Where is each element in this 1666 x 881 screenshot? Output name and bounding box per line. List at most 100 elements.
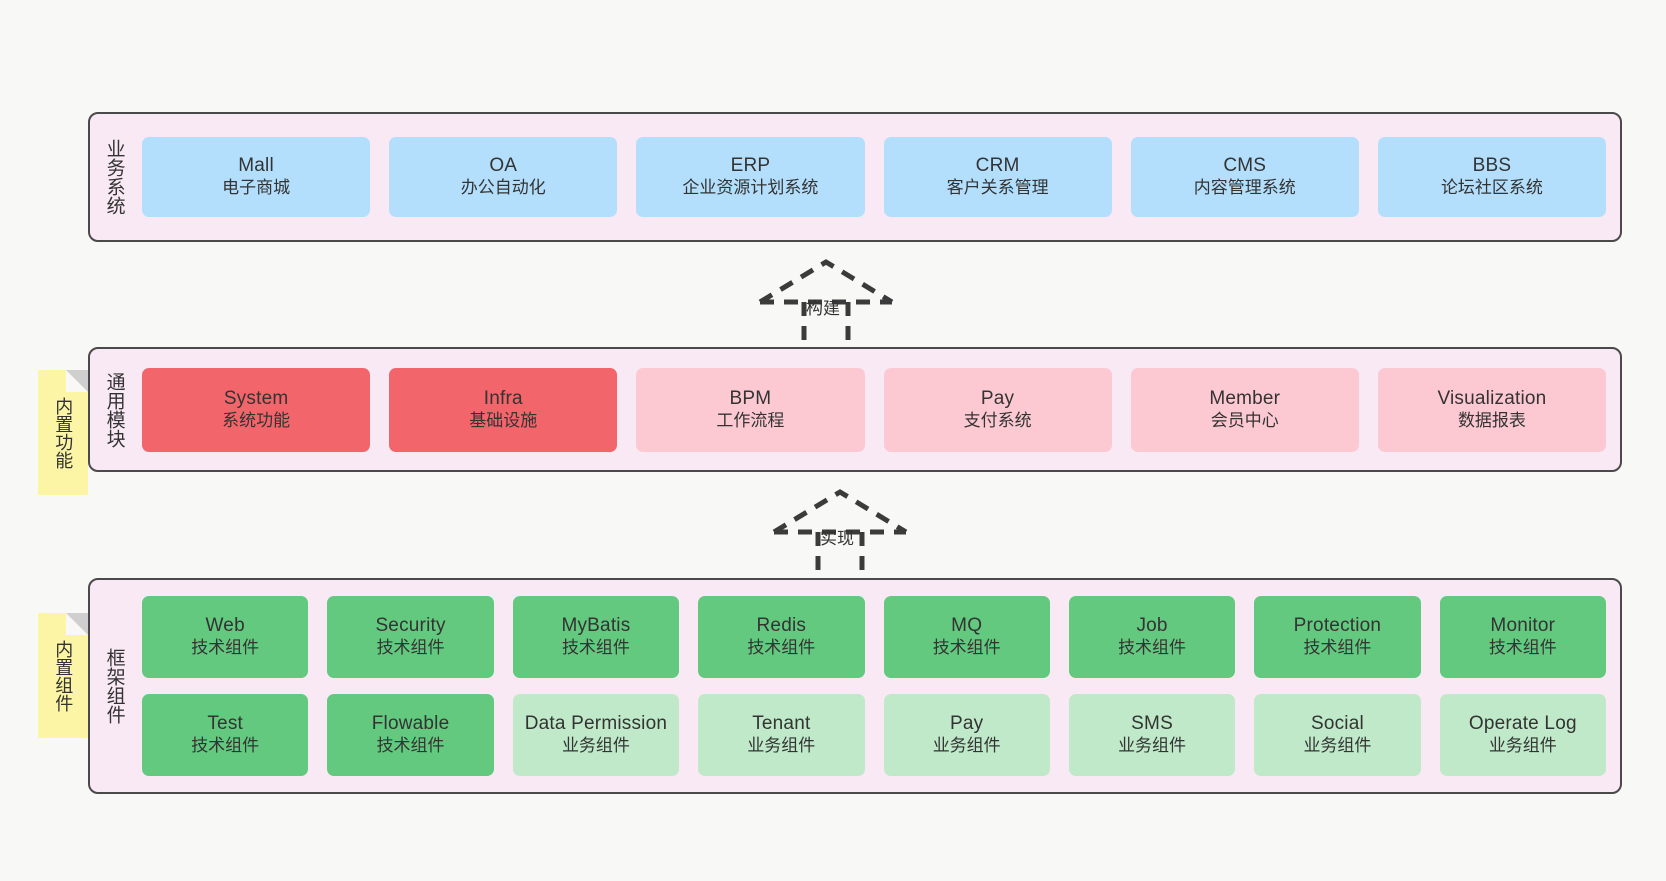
card-visualization[interactable]: Visualization 数据报表 [1377,367,1607,452]
card-subtitle: 办公自动化 [460,178,546,198]
layer-framework-row-1: Web 技术组件 Security 技术组件 MyBatis 技术组件 Redi… [142,596,1606,678]
card-title: Infra [483,387,523,409]
layer-business-body: Mall 电子商城 OA 办公自动化 ERP 企业资源计划系统 CRM 客户关系… [138,114,1620,240]
generalization-triangle [772,489,908,535]
card-subtitle: 业务组件 [561,736,630,756]
layer-common-module: 通用模块 System 系统功能 Infra 基础设施 BPM 工作流程 Pay… [88,347,1622,472]
layer-common-module-row: System 系统功能 Infra 基础设施 BPM 工作流程 Pay 支付系统… [142,367,1607,452]
card-subtitle: 技术组件 [1118,638,1187,658]
card-subtitle: 技术组件 [191,638,260,658]
card-title: Mall [238,155,274,177]
card-social[interactable]: Social 业务组件 [1254,694,1421,776]
card-title: MyBatis [561,615,631,637]
card-subtitle: 技术组件 [376,638,445,658]
card-subtitle: 业务组件 [1488,736,1557,756]
card-title: Flowable [371,713,450,735]
layer-framework: 框架组件 Web 技术组件 Security 技术组件 MyBatis 技术组件… [88,578,1622,794]
layer-framework-label: 框架组件 [103,648,125,724]
card-crm[interactable]: CRM 客户关系管理 [883,137,1112,217]
card-subtitle: 支付系统 [963,410,1032,430]
card-flowable[interactable]: Flowable 技术组件 [327,694,494,776]
card-subtitle: 技术组件 [1303,638,1372,658]
card-system[interactable]: System 系统功能 [142,367,371,452]
layer-business-label: 业务系统 [103,139,125,215]
card-subtitle: 技术组件 [191,736,260,756]
card-title: System [223,387,289,409]
card-test[interactable]: Test 技术组件 [142,694,309,776]
card-member[interactable]: Member 会员中心 [1130,367,1359,452]
card-title: Monitor [1490,615,1556,637]
card-sms[interactable]: SMS 业务组件 [1068,694,1236,776]
generalization-triangle [758,259,894,305]
card-mall[interactable]: Mall 电子商城 [142,137,371,217]
note-builtin-component: 内置组件 [38,613,88,738]
card-title: Protection [1293,615,1382,637]
card-title: Pay [980,387,1015,409]
card-subtitle: 业务组件 [747,736,816,756]
card-mq[interactable]: MQ 技术组件 [883,596,1050,678]
note-builtin-function: 内置功能 [38,370,88,495]
card-pay-module[interactable]: Pay 支付系统 [883,367,1112,452]
card-title: SMS [1131,713,1173,735]
connector-build: 构建 [758,258,898,348]
card-operate-log[interactable]: Operate Log 业务组件 [1439,694,1606,776]
card-title: Test [207,713,244,735]
card-title: Operate Log [1468,713,1577,735]
card-infra[interactable]: Infra 基础设施 [389,367,618,452]
card-web[interactable]: Web 技术组件 [142,596,309,678]
card-bbs[interactable]: BBS 论坛社区系统 [1377,137,1607,217]
card-title: Member [1209,387,1281,409]
card-subtitle: 系统功能 [222,410,291,430]
card-monitor[interactable]: Monitor 技术组件 [1439,596,1606,678]
card-subtitle: 业务组件 [1303,736,1372,756]
layer-business-row: Mall 电子商城 OA 办公自动化 ERP 企业资源计划系统 CRM 客户关系… [142,137,1607,217]
card-subtitle: 技术组件 [376,736,445,756]
card-title: BBS [1472,155,1512,177]
card-mybatis[interactable]: MyBatis 技术组件 [512,596,680,678]
card-title: Job [1136,615,1168,637]
card-subtitle: 技术组件 [747,638,816,658]
card-subtitle: 业务组件 [1118,736,1187,756]
card-data-permission[interactable]: Data Permission 业务组件 [512,694,680,776]
card-subtitle: 工作流程 [716,410,785,430]
card-title: CRM [975,155,1020,177]
card-cms[interactable]: CMS 内容管理系统 [1130,137,1359,217]
layer-common-module-body: System 系统功能 Infra 基础设施 BPM 工作流程 Pay 支付系统… [138,349,1620,470]
card-subtitle: 数据报表 [1457,410,1526,430]
card-subtitle: 会员中心 [1210,410,1279,430]
card-protection[interactable]: Protection 技术组件 [1254,596,1421,678]
card-title: MQ [951,615,983,637]
card-erp[interactable]: ERP 企业资源计划系统 [636,137,865,217]
card-subtitle: 企业资源计划系统 [682,178,819,198]
card-subtitle: 技术组件 [932,638,1001,658]
card-title: Web [205,615,245,637]
card-title: OA [489,155,518,177]
card-job[interactable]: Job 技术组件 [1068,596,1236,678]
card-title: Social [1310,713,1364,735]
layer-framework-body: Web 技术组件 Security 技术组件 MyBatis 技术组件 Redi… [138,580,1620,792]
card-subtitle: 内容管理系统 [1193,178,1296,198]
connector-implement-label: 实现 [820,529,854,548]
card-title: CMS [1223,155,1267,177]
card-title: Redis [756,615,807,637]
card-redis[interactable]: Redis 技术组件 [698,596,865,678]
connector-implement: 实现 [772,488,912,578]
layer-common-module-label: 通用模块 [103,371,125,448]
card-oa[interactable]: OA 办公自动化 [389,137,618,217]
card-title: Visualization [1437,387,1547,409]
card-title: Pay [950,713,984,735]
card-title: Security [375,615,446,637]
card-title: Data Permission [524,713,668,735]
layer-business: 业务系统 Mall 电子商城 OA 办公自动化 ERP 企业资源计划系统 CRM… [88,112,1622,242]
card-title: BPM [729,387,772,409]
layer-framework-row-2: Test 技术组件 Flowable 技术组件 Data Permission … [142,694,1606,776]
card-pay-component[interactable]: Pay 业务组件 [883,694,1050,776]
card-subtitle: 技术组件 [1488,638,1557,658]
card-bpm[interactable]: BPM 工作流程 [636,367,865,452]
card-title: Tenant [752,713,811,735]
card-tenant[interactable]: Tenant 业务组件 [698,694,865,776]
connector-build-label: 构建 [806,299,840,318]
card-subtitle: 技术组件 [561,638,630,658]
card-security[interactable]: Security 技术组件 [327,596,494,678]
